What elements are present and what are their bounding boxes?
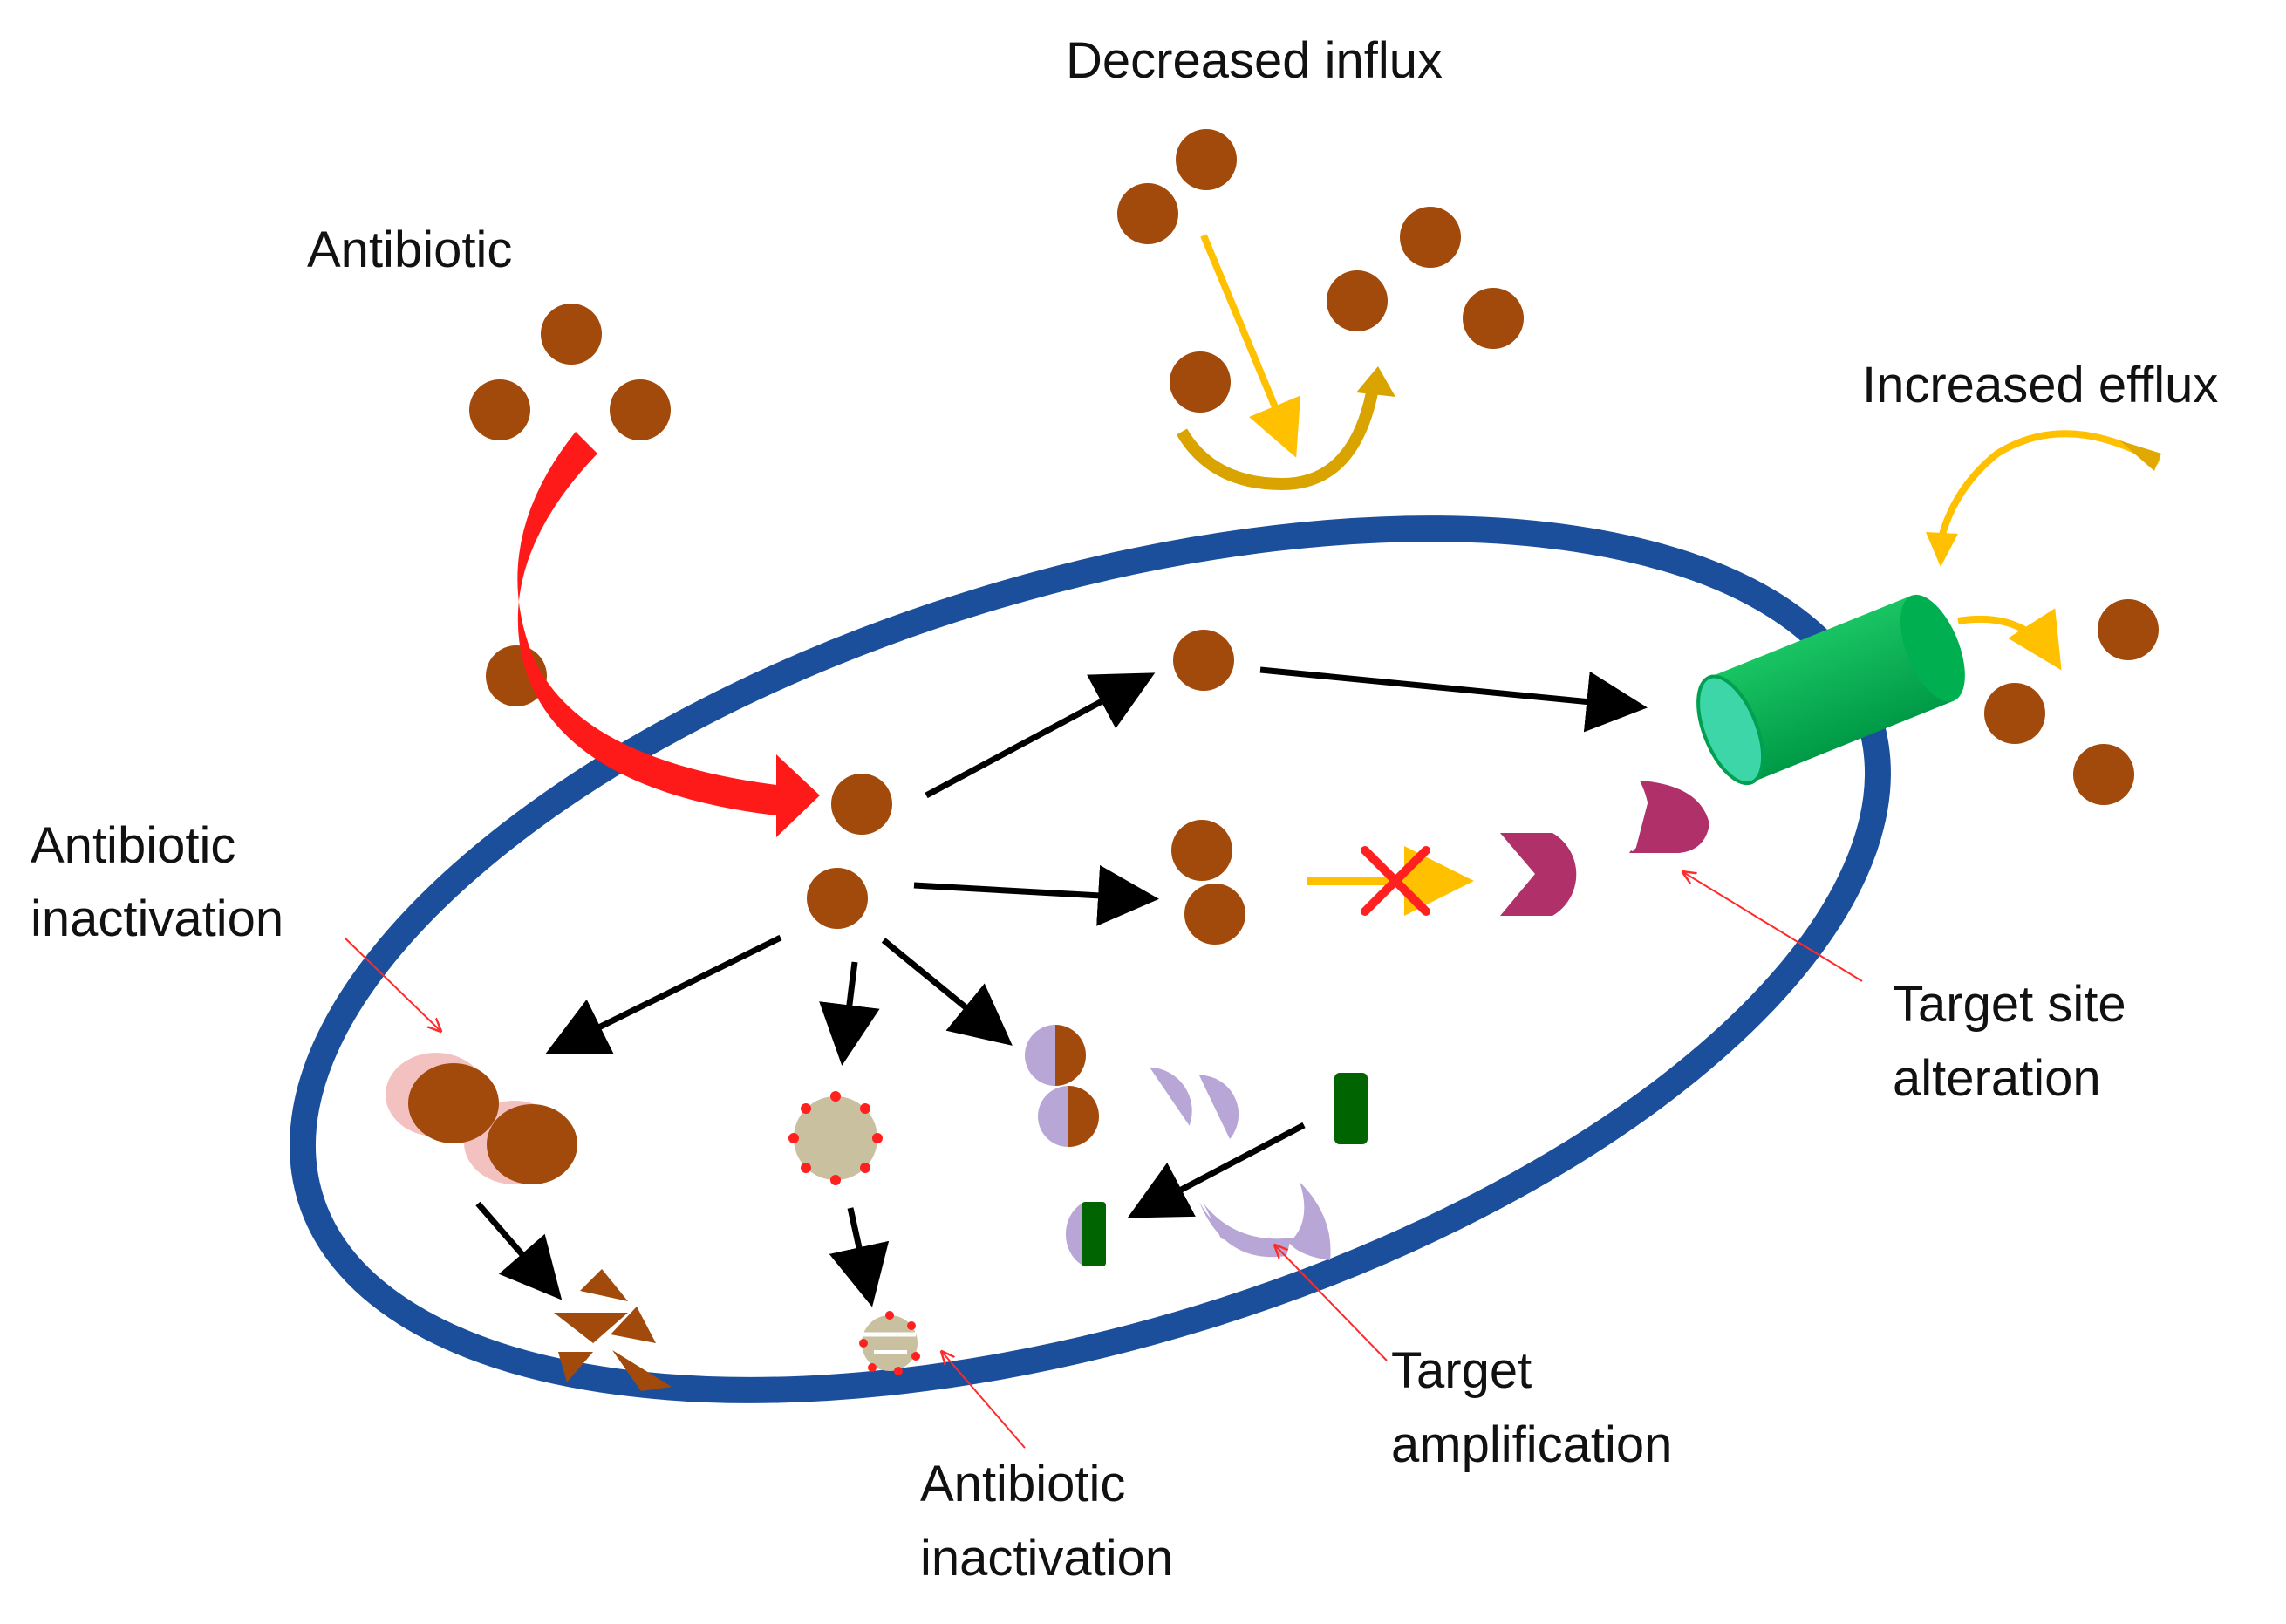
efflux-pump-outlet (1900, 594, 1965, 702)
pointer-line (942, 1352, 1026, 1449)
antibiotic-molecule (1171, 820, 1232, 881)
antibiotic-molecule (1170, 351, 1231, 413)
target-fragment (1198, 1075, 1239, 1140)
outside-antibiotic-group (469, 304, 671, 706)
degraded-particle (788, 1091, 883, 1185)
inactivated-particle (859, 1311, 920, 1375)
amplified-target (1334, 1073, 1368, 1144)
label-inactivation-left-2: inactivation (31, 890, 284, 947)
efflux-in-head (1926, 532, 1958, 567)
bound-antibiotic (487, 1104, 577, 1184)
label-target-site-2: alteration (1893, 1050, 2101, 1107)
antibiotic-molecule (1400, 207, 1461, 268)
fragmented-antibiotic (554, 1269, 672, 1391)
pointer-line (344, 937, 440, 1031)
target-fragments (1150, 1067, 1331, 1260)
antibiotic-molecule (2098, 599, 2159, 660)
influx-molecules (1117, 129, 1524, 413)
efflux-in-tail (2119, 440, 2161, 471)
pointer-line (1275, 1245, 1388, 1361)
pathway-arrow (819, 961, 880, 1066)
cell-membrane (290, 515, 1891, 1403)
amplified-target-complex (1065, 1202, 1106, 1266)
particle-body (794, 1096, 877, 1180)
label-inactivation-bottom-2: inactivation (920, 1530, 1174, 1586)
pathway-arrow (925, 672, 1156, 799)
pathway-arrow (545, 934, 782, 1054)
label-increased-efflux: Increased efflux (1862, 357, 2219, 413)
pathway-arrow (1127, 1122, 1306, 1218)
antibiotic-molecule (1327, 270, 1388, 331)
influx-rebound-head (1356, 366, 1395, 397)
pathway-arrow (829, 1207, 890, 1307)
pointer-lines (344, 872, 1863, 1449)
antibiotic-molecule (831, 774, 892, 835)
influx-arrow (1200, 234, 1301, 458)
antibiotic-molecule (1184, 884, 1245, 945)
label-decreased-influx: Decreased influx (1066, 32, 1443, 89)
antibiotic-molecule (1984, 683, 2045, 744)
label-antibiotic: Antibiotic (307, 222, 513, 278)
antibiotic-molecule (1463, 288, 1524, 349)
label-target-site-1: Target site (1893, 976, 2126, 1033)
antibiotic-molecule (1173, 630, 1234, 691)
efflux-pump-inlet (1696, 674, 1765, 786)
pathway-arrow (881, 938, 1013, 1046)
modified-target-pair (1025, 1025, 1099, 1147)
antibiotic-molecule (2073, 744, 2134, 805)
block-x-mark (1361, 846, 1430, 916)
inside-molecules (807, 630, 1245, 945)
entry-arrow (517, 432, 820, 837)
target-fragment (1150, 1067, 1192, 1126)
target-site (1500, 833, 1577, 916)
antibiotic-molecule (541, 304, 602, 365)
pathway-arrow (1259, 666, 1648, 733)
efflux-pump-body (1709, 595, 1955, 783)
target-fragment (1289, 1182, 1331, 1260)
efflux-out-curve (1957, 608, 2062, 671)
efflux-pump (1696, 594, 1965, 786)
target-fragment (1199, 1202, 1291, 1258)
enzyme-complex (386, 1053, 577, 1184)
antibiotic-molecule (610, 379, 671, 440)
influx-rebound-curve (1176, 382, 1380, 491)
antibiotic-molecule (1117, 183, 1178, 244)
bound-antibiotic (408, 1063, 499, 1143)
label-target-amplification-2: amplification (1391, 1416, 1673, 1473)
efflux-molecules (1984, 599, 2159, 805)
pathway-arrows (475, 666, 1648, 1307)
pointer-line (1683, 872, 1863, 982)
label-target-amplification-1: Target (1391, 1342, 1532, 1399)
antibiotic-molecule (1176, 129, 1237, 190)
antibiotic-molecule (469, 379, 530, 440)
efflux-in-curve (1937, 430, 2160, 542)
label-inactivation-bottom-1: Antibiotic (920, 1456, 1126, 1512)
label-inactivation-left-1: Antibiotic (31, 817, 236, 874)
altered-target-site-shape (1631, 781, 1709, 853)
pathway-arrow (475, 1201, 563, 1300)
pathway-arrow (913, 864, 1159, 926)
antibiotic-molecule (807, 868, 868, 929)
